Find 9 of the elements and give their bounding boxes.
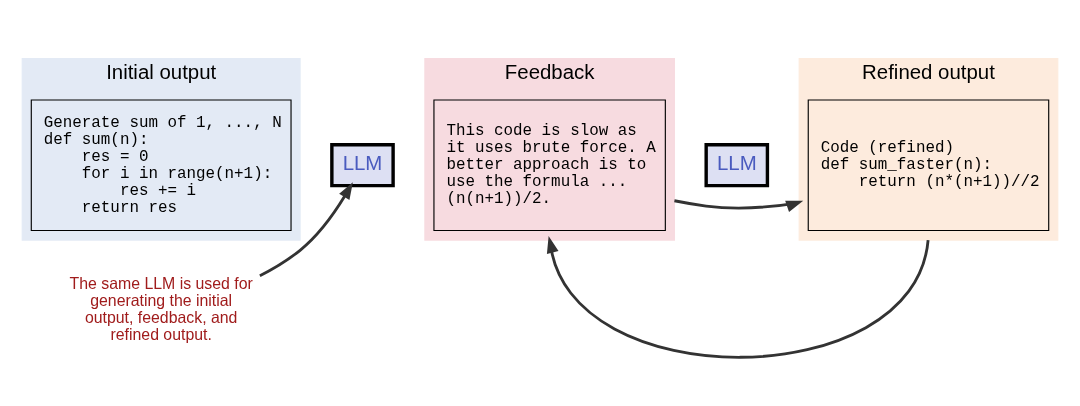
- node-box: This code is slow as it uses brute force. A better approach is to use the formula ... (n(n+1))/2.: [433, 98, 666, 231]
- node-text: The same LLM is used for generating the initial output, feedback, and refined output.: [69, 274, 253, 343]
- node-box: LLM: [704, 142, 770, 187]
- node-box: Code (refined) def sum_faster(n): return (n*(n+1))//2: [807, 98, 1050, 231]
- arrow: [259, 181, 353, 277]
- node-box: Generate sum of 1, ..., N def sum(n): res = 0 for i in range(n+1): res += i return res: [30, 98, 292, 231]
- arrow: [674, 198, 804, 212]
- node-box: LLM: [330, 142, 395, 187]
- arrow: [546, 235, 930, 359]
